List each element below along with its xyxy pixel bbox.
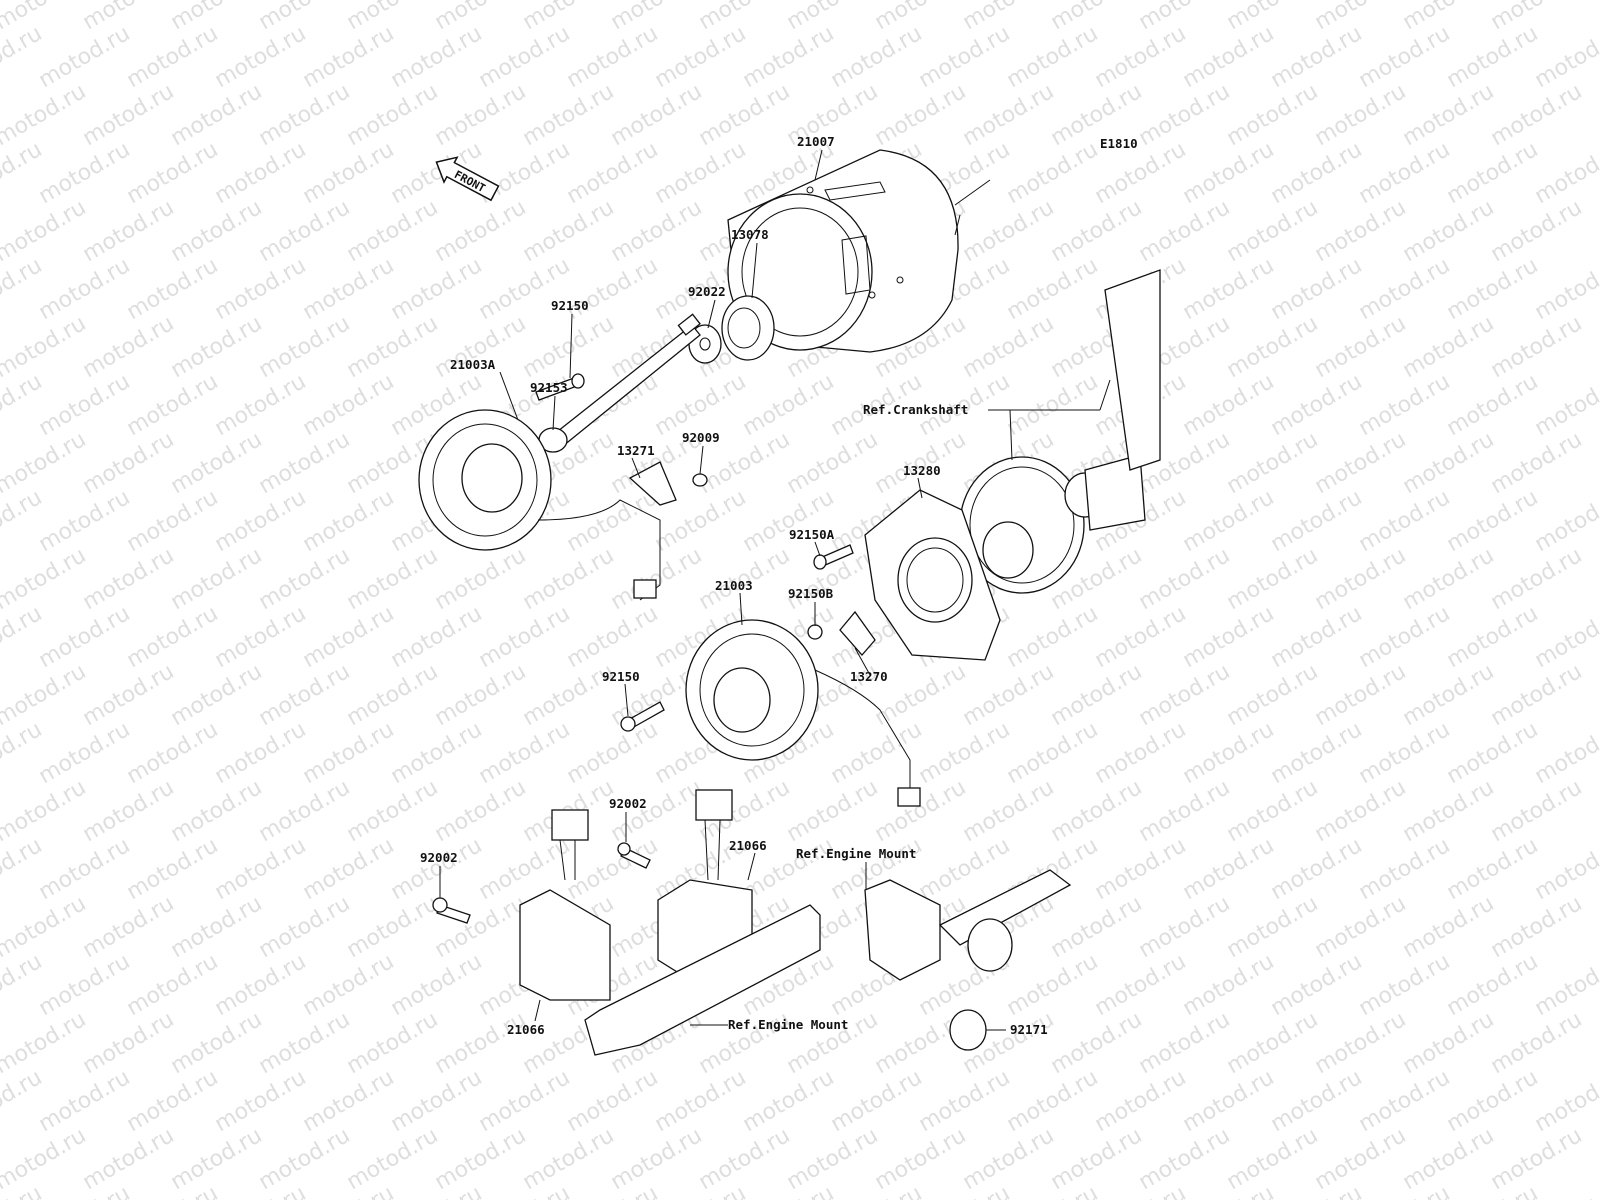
regulator-21066-left — [519, 809, 611, 1001]
label-ref-engine-mount-bottom: Ref.Engine Mount — [728, 1017, 848, 1032]
label-92150B: 92150B — [788, 586, 834, 601]
crankshaft-gear — [959, 269, 1161, 594]
bracket-13280 — [864, 489, 1001, 661]
label-92022: 92022 — [688, 284, 726, 299]
label-92150A: 92150A — [789, 527, 835, 542]
plate-13270 — [839, 610, 876, 656]
label-92150-top: 92150 — [551, 298, 589, 313]
stator-21003A — [418, 409, 661, 601]
label-21003: 21003 — [715, 578, 753, 593]
label-92002-mid: 92002 — [609, 796, 647, 811]
leader-lines — [439, 149, 1111, 1031]
label-92009: 92009 — [682, 430, 720, 445]
front-arrow-icon: FRONT — [435, 156, 500, 202]
stator-21003 — [685, 619, 921, 807]
engine-mount-bracket — [584, 904, 821, 1056]
rotor-flywheel — [727, 149, 991, 353]
label-21066-top: 21066 — [729, 838, 767, 853]
bolt-92150-mid — [620, 701, 665, 732]
bolt-92150B — [807, 624, 823, 640]
label-ref-engine-mount-top: Ref.Engine Mount — [796, 846, 916, 861]
label-92153: 92153 — [530, 380, 568, 395]
label-21003A: 21003A — [450, 357, 496, 372]
label-13270: 13270 — [850, 669, 888, 684]
diagram-code: E1810 — [1100, 136, 1138, 151]
bolt-92002-mid — [617, 842, 651, 869]
bolt-92150A — [813, 544, 854, 570]
label-92150-mid: 92150 — [602, 669, 640, 684]
label-13280: 13280 — [903, 463, 941, 478]
label-13271: 13271 — [617, 443, 655, 458]
label-13078: 13078 — [731, 227, 769, 242]
gear-13078 — [721, 295, 775, 361]
bolt-92002-left — [432, 897, 471, 924]
bolt-92153 — [538, 313, 701, 453]
label-92171: 92171 — [1010, 1022, 1048, 1037]
clamp-92171 — [949, 1009, 987, 1051]
screw-92009 — [692, 473, 708, 487]
bolt-92150-top — [535, 373, 585, 401]
holder-13271 — [628, 461, 677, 506]
label-92002-left: 92002 — [420, 850, 458, 865]
engine-mount-tube — [864, 869, 1072, 981]
label-21007: 21007 — [797, 134, 835, 149]
label-ref-crankshaft: Ref.Crankshaft — [863, 402, 968, 417]
label-21066-bottom: 21066 — [507, 1022, 545, 1037]
